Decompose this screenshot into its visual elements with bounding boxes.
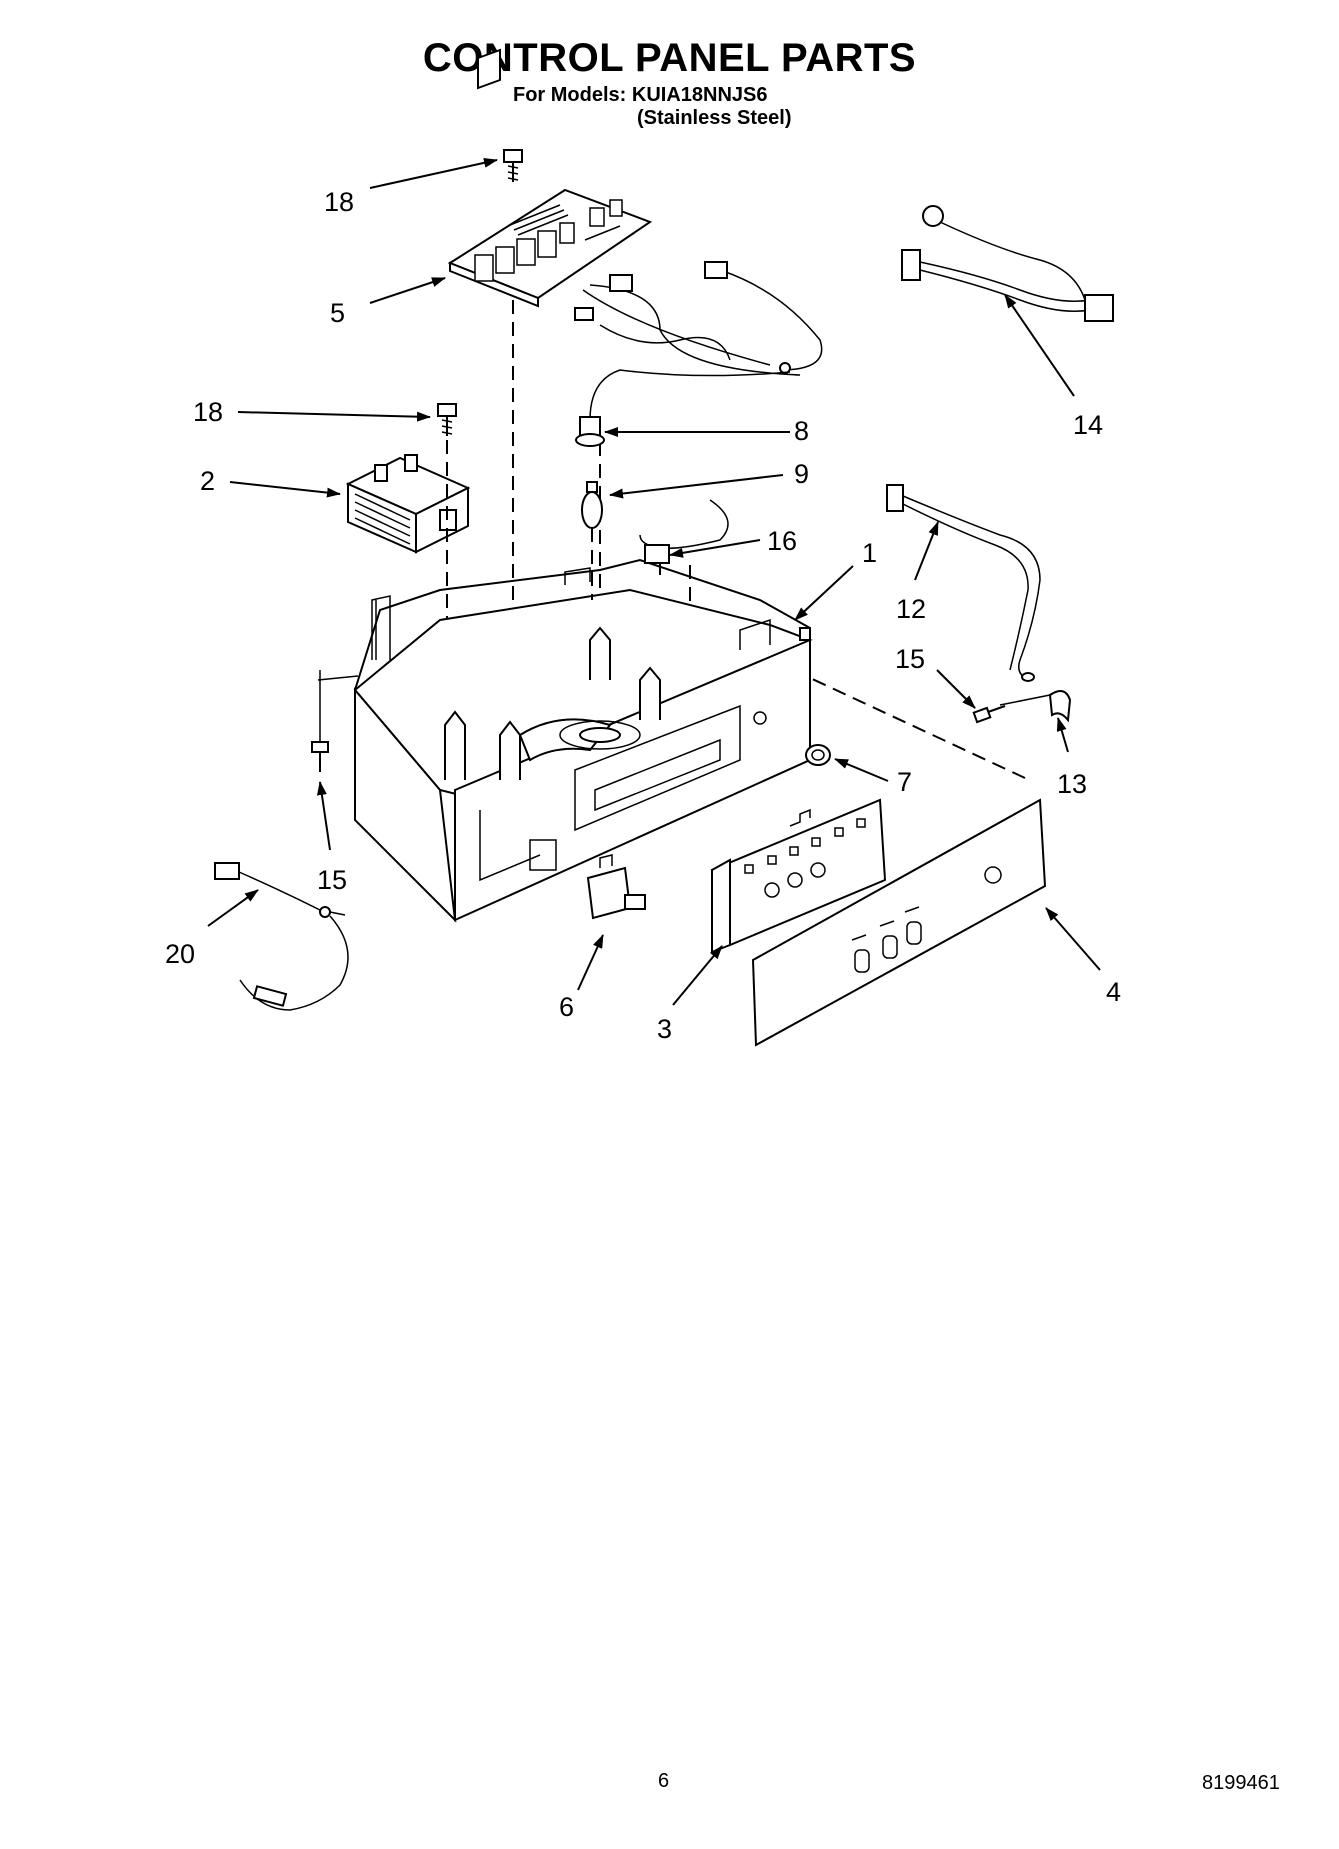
sensor-harness-20 [214, 862, 349, 1011]
callout-2: 2 [200, 466, 215, 496]
callout-12: 12 [896, 594, 926, 624]
callout-9: 9 [794, 459, 809, 489]
light-bulb-part [581, 481, 603, 600]
wire-harness-14 [901, 205, 1114, 322]
callout-13: 13 [1057, 769, 1087, 799]
control-housing-part [353, 558, 813, 923]
control-board-part [447, 48, 653, 308]
document-number: 8199461 [1202, 1772, 1280, 1794]
rocker-switch-part [586, 854, 646, 920]
finish-line: (Stainless Steel) [637, 107, 792, 129]
wire-harness-center [574, 261, 823, 421]
callout-labels: 18 5 18 2 8 9 16 1 14 12 15 13 7 15 20 6… [165, 187, 1121, 1044]
callout-20: 20 [165, 939, 195, 969]
callout-1: 1 [862, 538, 877, 568]
screw-part-15-left [311, 741, 329, 772]
callout-8: 8 [794, 416, 809, 446]
thermistor-part [639, 499, 729, 575]
callout-18-top: 18 [324, 187, 354, 217]
callout-15-left: 15 [317, 865, 347, 895]
callout-4: 4 [1106, 977, 1121, 1007]
callout-18-left: 18 [193, 397, 223, 427]
screw-part-15-right [972, 705, 1006, 724]
control-bezel-part [710, 798, 887, 954]
screw-part-top [503, 149, 523, 182]
callout-3: 3 [657, 1014, 672, 1044]
clip-part-13 [999, 690, 1072, 723]
screw-part-left [437, 403, 457, 436]
callout-16: 16 [767, 526, 797, 556]
callout-6: 6 [559, 992, 574, 1022]
lamp-socket-part [575, 416, 605, 447]
callout-5: 5 [330, 298, 345, 328]
page-title: CONTROL PANEL PARTS [422, 36, 917, 80]
leader-arrows [207, 157, 1101, 1006]
callout-15-right: 15 [895, 644, 925, 674]
transformer-part [345, 454, 471, 554]
callout-14: 14 [1073, 410, 1103, 440]
stainless-faceplate-part [751, 798, 1047, 1047]
models-line: For Models: KUIA18NNJS6 [513, 84, 768, 106]
wire-harness-12 [886, 484, 1041, 682]
page-number: 6 [658, 1770, 670, 1792]
callout-7: 7 [897, 767, 912, 797]
grommet-part [805, 744, 831, 766]
